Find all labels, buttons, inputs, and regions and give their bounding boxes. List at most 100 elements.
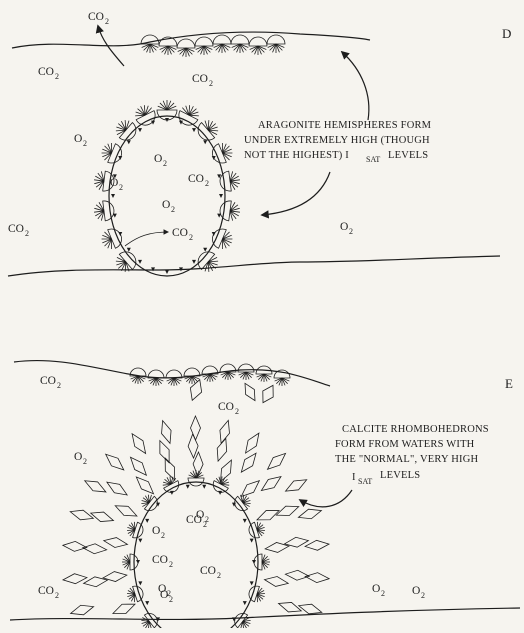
- caption-d-line-3: NOT THE HIGHEST) I: [244, 150, 349, 161]
- nucleus-mark-d-3: [203, 248, 207, 252]
- calcite-rhomb-26: [69, 602, 95, 618]
- co2-label-e-left-sub: 2: [57, 381, 61, 390]
- aragonite-fan-surface-6: [249, 37, 267, 55]
- co2-label-grain-right-text: CO: [188, 173, 204, 185]
- seafloor-line-d: [8, 256, 500, 276]
- aragonite-fan-grain-13: [94, 201, 114, 221]
- calcite-rhomb-28: [62, 540, 87, 552]
- calcite-rhomb-25: [285, 569, 310, 581]
- aragonite-fan-surface-7: [267, 35, 285, 53]
- co2-label-escape-text: CO: [88, 11, 104, 23]
- co2-label-water-left-text: CO: [38, 66, 54, 78]
- aragonite-fan-surface-e-1: [148, 370, 164, 386]
- co2-label-far-left-text: CO: [8, 223, 24, 235]
- calcite-rhomb-20: [213, 437, 230, 463]
- aragonite-fan-grain-16: [116, 120, 136, 140]
- o2-label-right-sub: 2: [349, 227, 353, 236]
- o2-label-upper-left-text: O: [74, 133, 82, 145]
- calcite-rhomb-12: [277, 599, 303, 616]
- calcite-rhomb-18: [155, 439, 173, 465]
- aragonite-fan-grain-7: [198, 252, 218, 272]
- nucleus-mark-d-12: [111, 194, 115, 198]
- caption-e-line-4a: I: [352, 472, 356, 483]
- caption-e-line-1: CALCITE RHOMBOHEDRONS: [342, 424, 489, 435]
- calcite-rhomb-35: [216, 419, 233, 445]
- panel-letter-d: D: [502, 26, 511, 41]
- calcite-rhomb-14: [82, 543, 107, 555]
- o2-label-e-far-right-sub: 2: [421, 591, 425, 600]
- calcite-rhomb-30: [82, 476, 108, 496]
- surface-crust-d: [141, 35, 285, 57]
- aragonite-fan-surface-5: [231, 35, 249, 53]
- calcite-rhomb-29: [69, 507, 95, 523]
- calcite-rhomb-1: [111, 600, 137, 619]
- aragonite-fan-grain-4: [220, 171, 240, 191]
- calcite-rhomb-surface-1: [241, 381, 260, 403]
- o2-label-e-far-right-text: O: [412, 585, 420, 597]
- o2-label-e-grain-right-text: O: [196, 509, 204, 521]
- aragonite-fan-surface-e-6: [238, 364, 254, 380]
- aragonite-fan-surface-e-2: [166, 370, 182, 386]
- caption-d-line-1: ARAGONITE HEMISPHERES FORM: [258, 120, 432, 131]
- co2-label-water-mid-text: CO: [192, 73, 208, 85]
- co2-label-water-left-sub: 2: [55, 72, 59, 81]
- o2-label-e-grain-bottom-sub: 2: [169, 595, 173, 604]
- panel-letter-e: E: [505, 376, 513, 391]
- aragonite-fan-surface-1: [159, 37, 177, 55]
- calcite-rhomb-22: [258, 473, 283, 495]
- o2-label-grain-center-sub: 2: [171, 205, 175, 214]
- nucleus-mark-d-9: [127, 248, 131, 252]
- nucleus-mark-d-8: [138, 260, 142, 264]
- o2-label-e-grain-upper-sub: 2: [161, 531, 165, 540]
- caption-arrow-to-grain: [262, 172, 330, 215]
- calcite-rhomb-9: [238, 477, 263, 500]
- co2-label-e-grain-right2-text: CO: [200, 565, 216, 577]
- aragonite-fan-surface-3: [195, 37, 213, 55]
- caption-arrow-e: [300, 490, 352, 507]
- co2-label-e-left-text: CO: [40, 375, 56, 387]
- caption-e-line-2: FORM FROM WATERS WITH: [335, 439, 475, 450]
- panel-e: E CALCITE RHOMBOHEDRONS FORM FROM WATERS…: [10, 361, 520, 628]
- co2-label-e-grain-mid-sub: 2: [169, 560, 173, 569]
- nucleus-mark-d-6: [165, 270, 169, 274]
- co2-label-e-grain-mid-text: CO: [152, 554, 168, 566]
- calcite-rhomb-5: [133, 473, 157, 497]
- calcite-rhomb-surface-2: [258, 382, 278, 405]
- calcite-rhomb-32: [128, 431, 150, 456]
- nucleus-mark-d-4: [192, 260, 196, 264]
- co2-label-e-far-left-sub: 2: [55, 591, 59, 600]
- aragonite-fan-surface-4: [213, 35, 231, 53]
- aragonite-fan-surface-e-5: [220, 364, 236, 380]
- calcite-rhomb-31: [102, 450, 127, 473]
- co2-label-escape-sub: 2: [105, 17, 109, 26]
- o2-label-e-grain-right-sub: 2: [205, 515, 209, 524]
- aragonite-fan-surface-0: [141, 35, 159, 53]
- co2-label-e-mid-sub: 2: [235, 407, 239, 416]
- co2-label-far-left-sub: 2: [25, 229, 29, 238]
- calcite-rhomb-8: [216, 458, 236, 484]
- co2-label-e-grain-right2-sub: 2: [217, 571, 221, 580]
- nucleus-mark-d-0: [219, 194, 223, 198]
- caption-e-line-4b: LEVELS: [380, 470, 420, 481]
- seafloor-line-e: [10, 608, 520, 620]
- o2-label-grain-center-text: O: [162, 199, 170, 211]
- calcite-rhomb-37: [264, 450, 289, 473]
- nucleus-mark-d-11: [113, 214, 117, 218]
- calcite-rhomb-39: [297, 506, 323, 522]
- calcite-rhomb-21: [237, 450, 260, 475]
- o2-label-e-upper-left-text: O: [74, 451, 82, 463]
- calcite-rhomb-15: [89, 508, 115, 525]
- calcite-rhomb-38: [283, 475, 309, 495]
- caption-d-sub: SAT: [366, 155, 380, 164]
